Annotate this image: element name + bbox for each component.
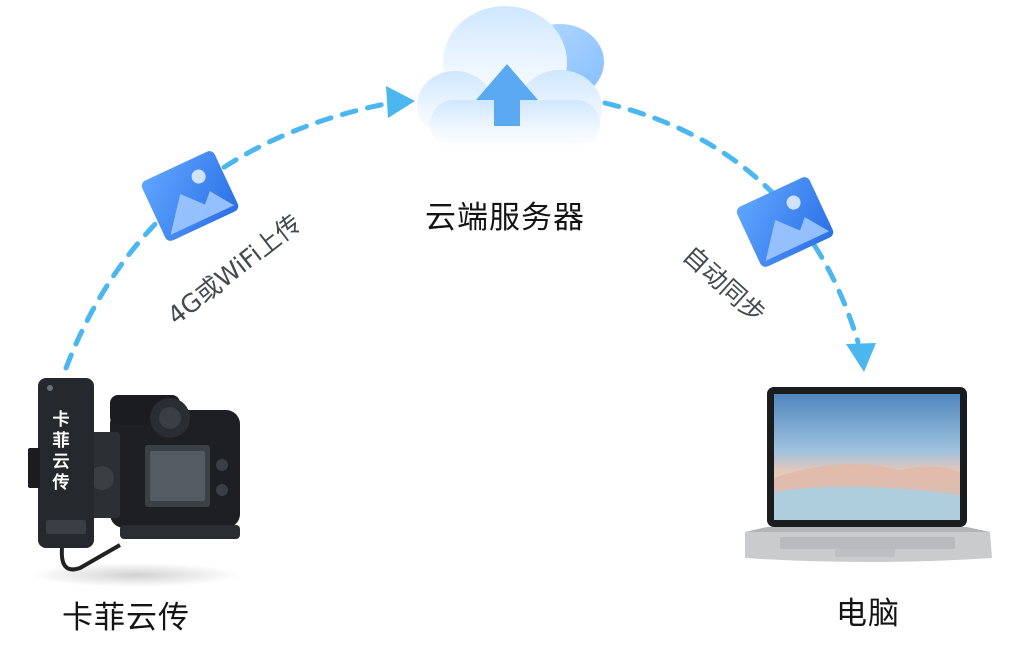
device-label: 卡菲云传 [62, 600, 190, 636]
photo-icon [736, 177, 834, 267]
photo-icon [141, 151, 239, 241]
camera-device-icon [28, 378, 240, 587]
upload-arrow-path [63, 100, 393, 371]
upload-arrowhead [386, 86, 415, 118]
cloud-server-label: 云端服务器 [425, 200, 585, 236]
device-logo-text: 卡菲云传 [52, 410, 70, 493]
sync-arrowhead [846, 343, 876, 372]
laptop-icon [745, 387, 992, 562]
sync-arrow-path [602, 100, 861, 345]
cloud-upload-icon [417, 6, 604, 148]
computer-label: 电脑 [836, 596, 900, 632]
